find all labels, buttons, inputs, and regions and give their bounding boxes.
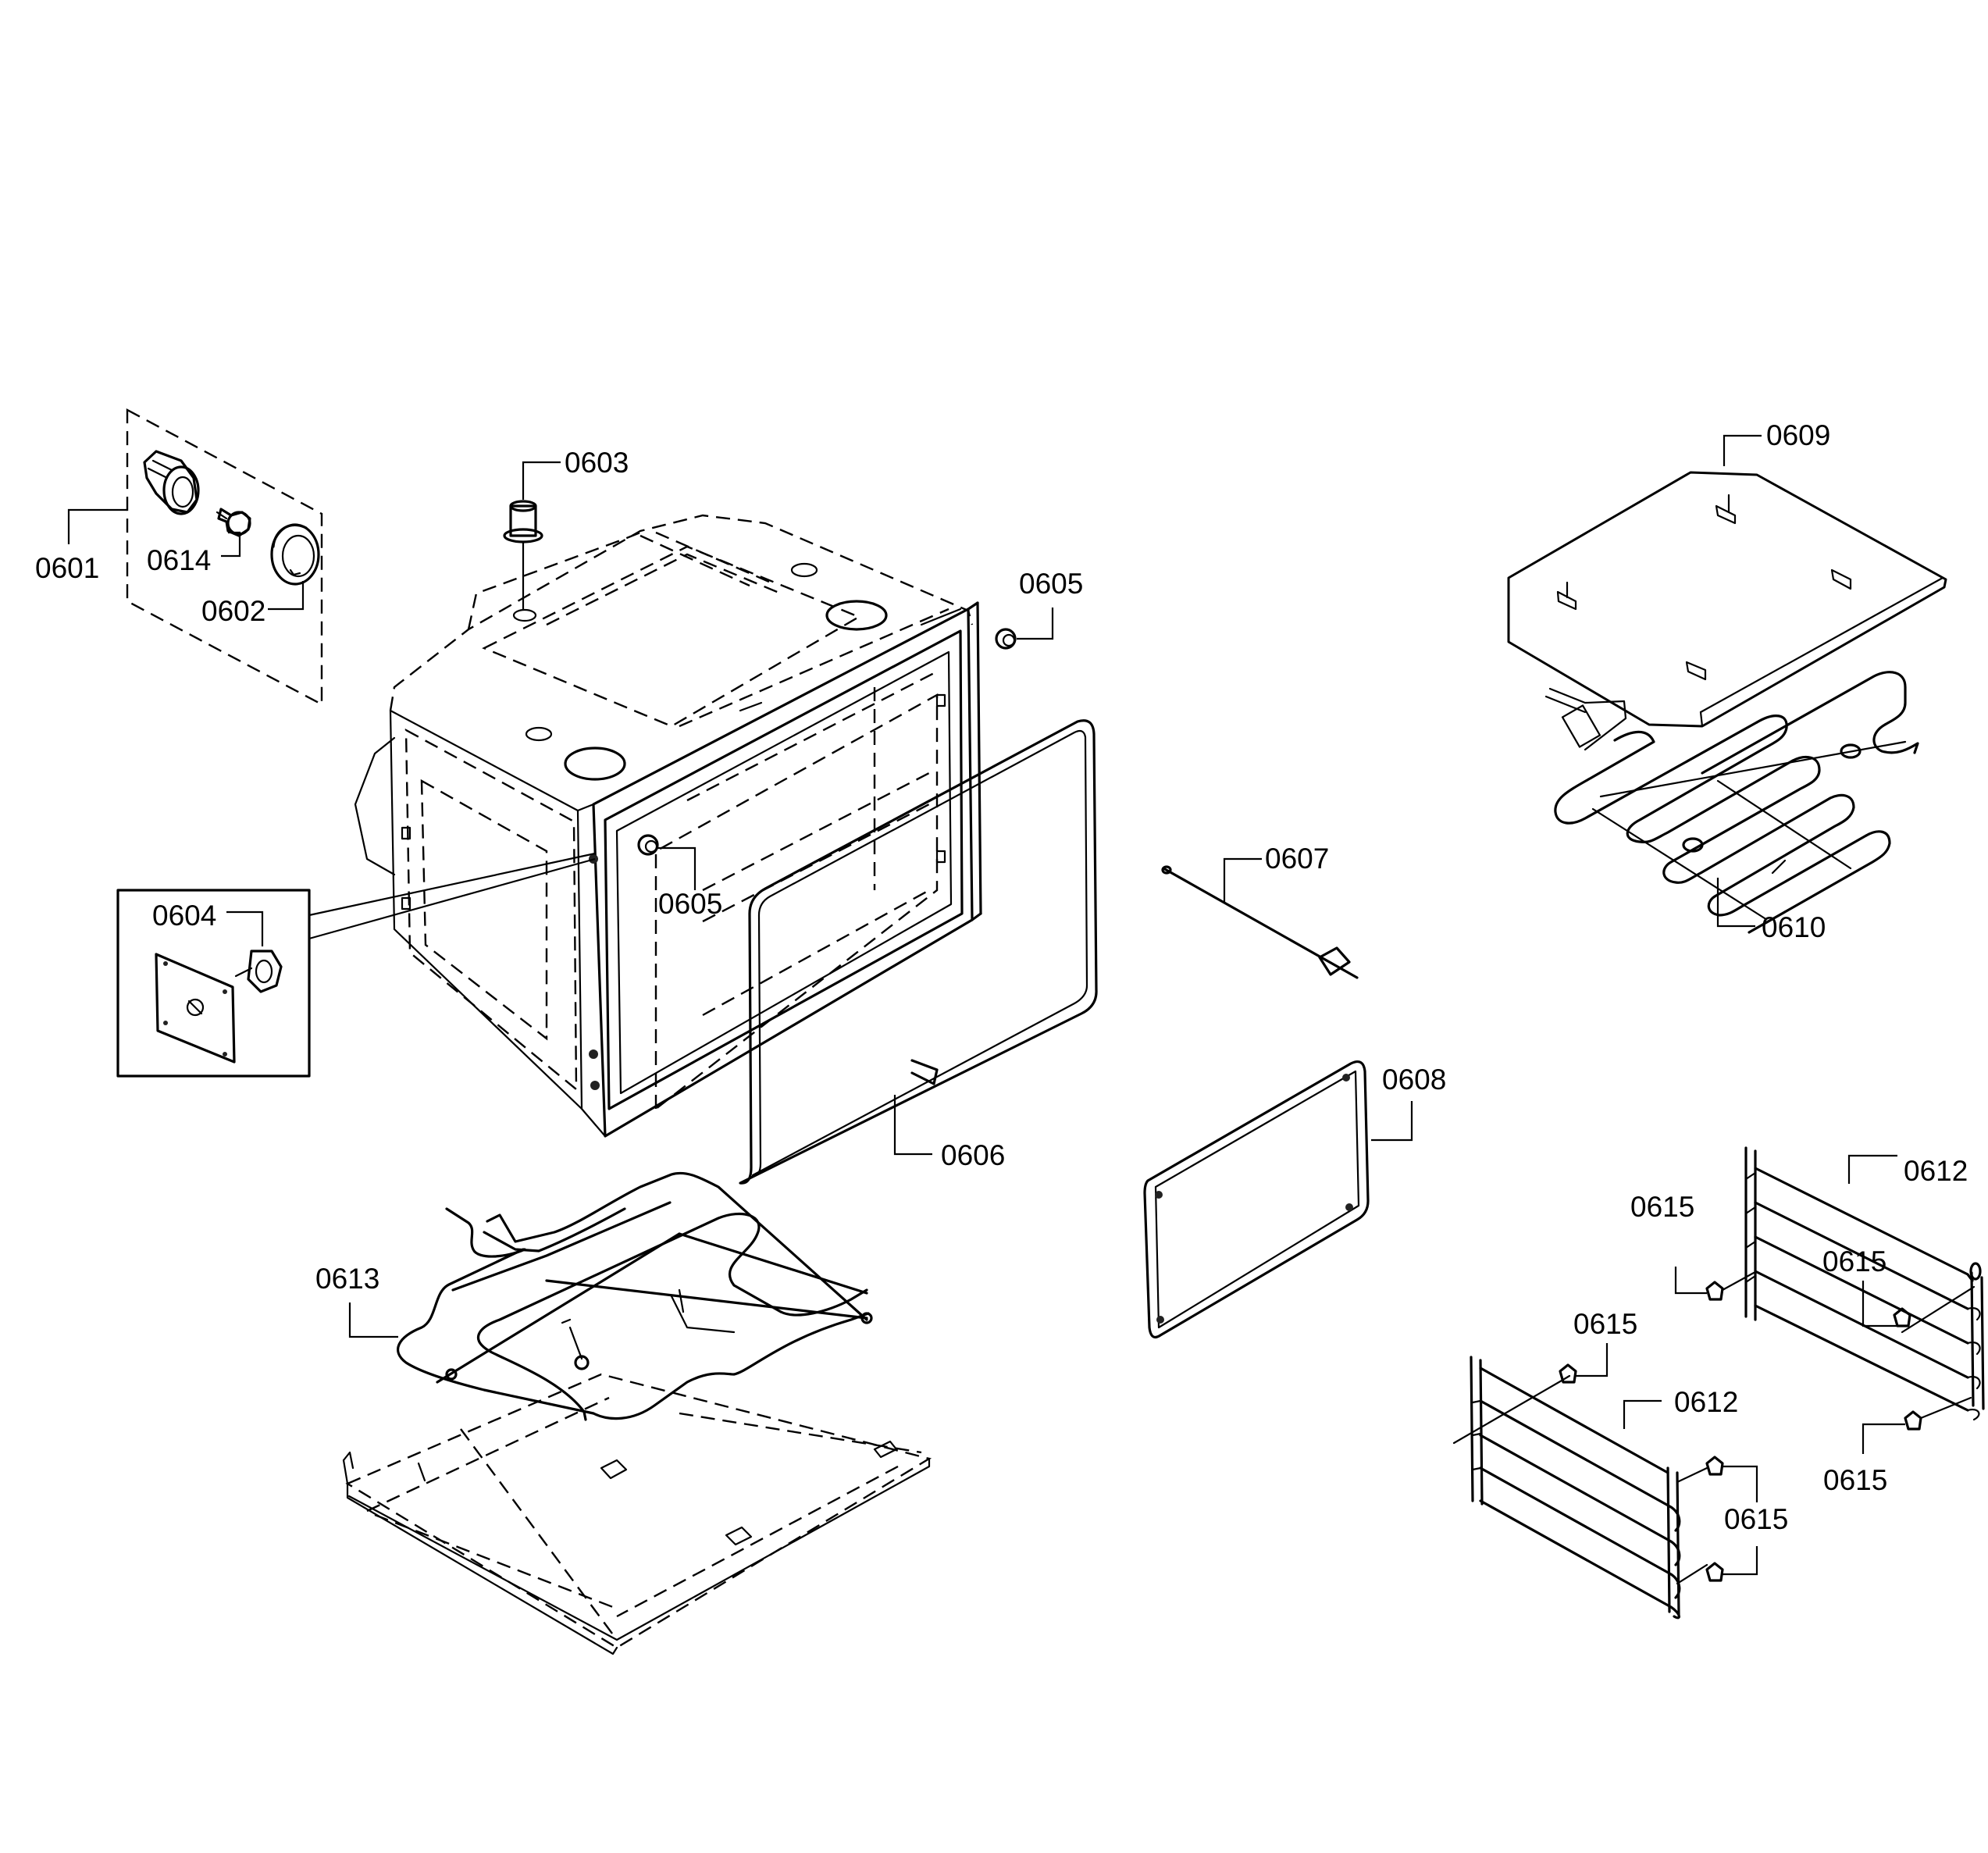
lamp-lens-part [270, 523, 320, 586]
part-0604-inset [116, 852, 596, 1078]
label-0606: 0606 [941, 1139, 1005, 1171]
part-0615-screw-d [1862, 1396, 1972, 1454]
label-0601: 0601 [35, 552, 99, 584]
part-0608-panel [1143, 1060, 1413, 1338]
part-0605-plug-top [995, 608, 1054, 650]
label-0605-top: 0605 [1019, 568, 1083, 600]
part-0606-gasket [739, 719, 1098, 1185]
part-0615-screw-b [1862, 1281, 1911, 1327]
part-0605-plug-front [637, 834, 697, 890]
part-0607-probe [1161, 857, 1359, 979]
part-0613-bake-element [342, 1171, 932, 1655]
part-0610-broil-element [1544, 671, 1919, 934]
oven-cavity-part [354, 514, 982, 1138]
part-0615-screw-c [1559, 1343, 1609, 1384]
label-0603: 0603 [565, 447, 629, 479]
part-0612-rack-right [1744, 1146, 1985, 1421]
part-0615-screw-e [1705, 1456, 1758, 1582]
label-0612-right: 0612 [1904, 1155, 1968, 1187]
label-0610: 0610 [1762, 911, 1826, 943]
part-0615-screw-a [1674, 1267, 1755, 1301]
label-0615-c: 0615 [1573, 1308, 1637, 1340]
label-0612-left: 0612 [1674, 1386, 1738, 1418]
part-0603-sensor [503, 461, 561, 611]
part-0609-top-plate [1507, 434, 1947, 728]
label-0607: 0607 [1265, 843, 1329, 875]
label-0615-d: 0615 [1823, 1464, 1887, 1496]
label-0605-front: 0605 [658, 888, 722, 920]
label-0615-b: 0615 [1822, 1245, 1886, 1278]
part-0612-rack-left [1452, 1356, 1708, 1620]
label-0615-a: 0615 [1630, 1191, 1694, 1223]
label-0615-e: 0615 [1724, 1503, 1788, 1535]
label-0609: 0609 [1766, 419, 1830, 451]
label-0604: 0604 [152, 900, 216, 932]
label-0608: 0608 [1382, 1064, 1446, 1096]
lamp-socket-part [143, 450, 200, 515]
lamp-assembly [67, 408, 323, 706]
label-0602: 0602 [201, 595, 265, 627]
label-0614: 0614 [147, 544, 211, 576]
label-0613: 0613 [315, 1263, 379, 1295]
